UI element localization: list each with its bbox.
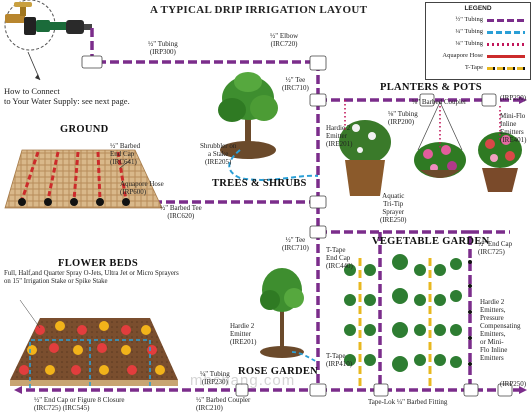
legend-label-t-tape: T-Tape xyxy=(464,64,483,71)
ground-barbed-tees xyxy=(18,198,130,206)
label-tubing-top: ½" Tubing(IRP300) xyxy=(148,40,178,56)
vegetable-rows xyxy=(344,254,472,386)
tape-lok-fitting xyxy=(373,383,389,397)
label-ttape-veg: T-Tape(IRP410) xyxy=(326,352,353,368)
legend-swatch-quarter-tubing xyxy=(487,31,525,34)
label-tape-fitting: Tape-Lok ¼" Barbed Fitting xyxy=(368,398,448,406)
legend-box: LEGEND ½" Tubing ¼" Tubing ⅛" Tubing Aqu… xyxy=(425,2,531,80)
hanging-basket xyxy=(414,101,466,178)
heading-flower: FLOWER BEDS xyxy=(58,258,139,269)
label-flower-note: Full, Half,and Quarter Spray O-Jets, Ult… xyxy=(4,270,179,285)
label-irp250-top: (IRP250) xyxy=(500,94,527,102)
ground-bed xyxy=(4,149,163,209)
end-arrow-planters xyxy=(519,96,527,104)
planter-pot-right xyxy=(478,132,522,192)
legend-swatch-eighth-tubing xyxy=(487,43,525,46)
heading-trees: TREES & SHRUBS xyxy=(212,178,307,189)
label-elbow: ½" Elbow(IRC720) xyxy=(270,32,299,48)
heading-rose: ROSE GARDEN xyxy=(238,366,319,377)
label-quarter-tubing: ¼" Tubing(IRP230) xyxy=(200,370,230,386)
label-coupler-top: ⅛" Barbed Coupler xyxy=(412,98,467,106)
quarter-inch-tubing-flowers xyxy=(29,339,151,388)
quarter-inch-tubing-rose xyxy=(291,351,319,363)
tee-fitting-2 xyxy=(309,195,327,209)
label-tee-1: ½" Tee(IRC710) xyxy=(282,76,309,92)
legend-label-quarter-tubing: ¼" Tubing xyxy=(455,28,483,35)
label-tee-ground: ½" Barbed Tee(IRC620) xyxy=(160,204,202,220)
aquapore-hose-lines xyxy=(20,151,128,201)
end-coupler xyxy=(497,383,513,397)
label-irp250-bottom: (IRP250) xyxy=(500,380,527,388)
quarter-inch-tubing-tree xyxy=(228,149,319,181)
end-arrow-right xyxy=(519,386,527,394)
connect-note: How to Connect to Your Water Supply: see… xyxy=(4,86,130,106)
planter-pot-left xyxy=(339,120,391,196)
legend-swatch-aquapore xyxy=(487,55,525,58)
tee-fitting-1 xyxy=(309,93,327,107)
label-coupler-bottom: ½" Barbed Coupler(IRC210) xyxy=(196,396,251,412)
coupler-veg xyxy=(463,383,479,397)
label-aquapore: Aquapore Hose(IRP600) xyxy=(120,180,164,196)
heading-planters: PLANTERS & POTS xyxy=(380,82,482,93)
heading-ground: GROUND xyxy=(60,124,109,135)
legend-label-half-tubing: ½" Tubing xyxy=(455,16,483,23)
heading-vegetable: VEGETABLE GARDEN xyxy=(372,236,490,247)
elbow-fitting xyxy=(81,55,103,69)
barbed-coupler xyxy=(235,383,249,397)
rose-bush xyxy=(260,268,304,358)
coupler-right xyxy=(481,93,497,107)
end-arrow-left xyxy=(14,386,22,394)
flowers xyxy=(19,321,165,375)
coupler-top xyxy=(419,93,435,107)
diagram-title: A TYPICAL DRIP IRRIGATION LAYOUT xyxy=(150,4,368,16)
label-end-cap-bottom: ½" End Cap or Figure 8 Closure(IRC725) (… xyxy=(34,396,125,412)
tree-illustration xyxy=(218,72,278,159)
watermark: mbchang.com xyxy=(190,372,296,389)
legend-label-eighth-tubing: ⅛" Tubing xyxy=(455,40,483,47)
legend-swatch-half-tubing xyxy=(487,19,525,22)
label-tee-2: ½" Tee(IRC710) xyxy=(282,236,309,252)
legend-swatch-t-tape xyxy=(487,67,525,70)
label-end-cap-veg: ½" End Cap(IRC725) xyxy=(478,240,513,256)
pressure-regulator xyxy=(66,20,92,34)
t-tape-lines xyxy=(358,258,432,386)
fittings xyxy=(81,55,513,397)
legend-heading: LEGEND xyxy=(464,5,492,12)
water-supply-faucet xyxy=(4,0,66,51)
label-eighth-tubing: ⅛" Tubing(IRP200) xyxy=(388,110,418,126)
elbow-fitting-top xyxy=(309,55,327,71)
tee-fitting-bottom xyxy=(309,383,327,397)
flower-bed xyxy=(10,318,178,388)
legend-label-aquapore: Aquapore Hose xyxy=(442,52,483,59)
eighth-inch-tubing xyxy=(344,100,501,150)
tee-fitting-3 xyxy=(309,225,327,239)
